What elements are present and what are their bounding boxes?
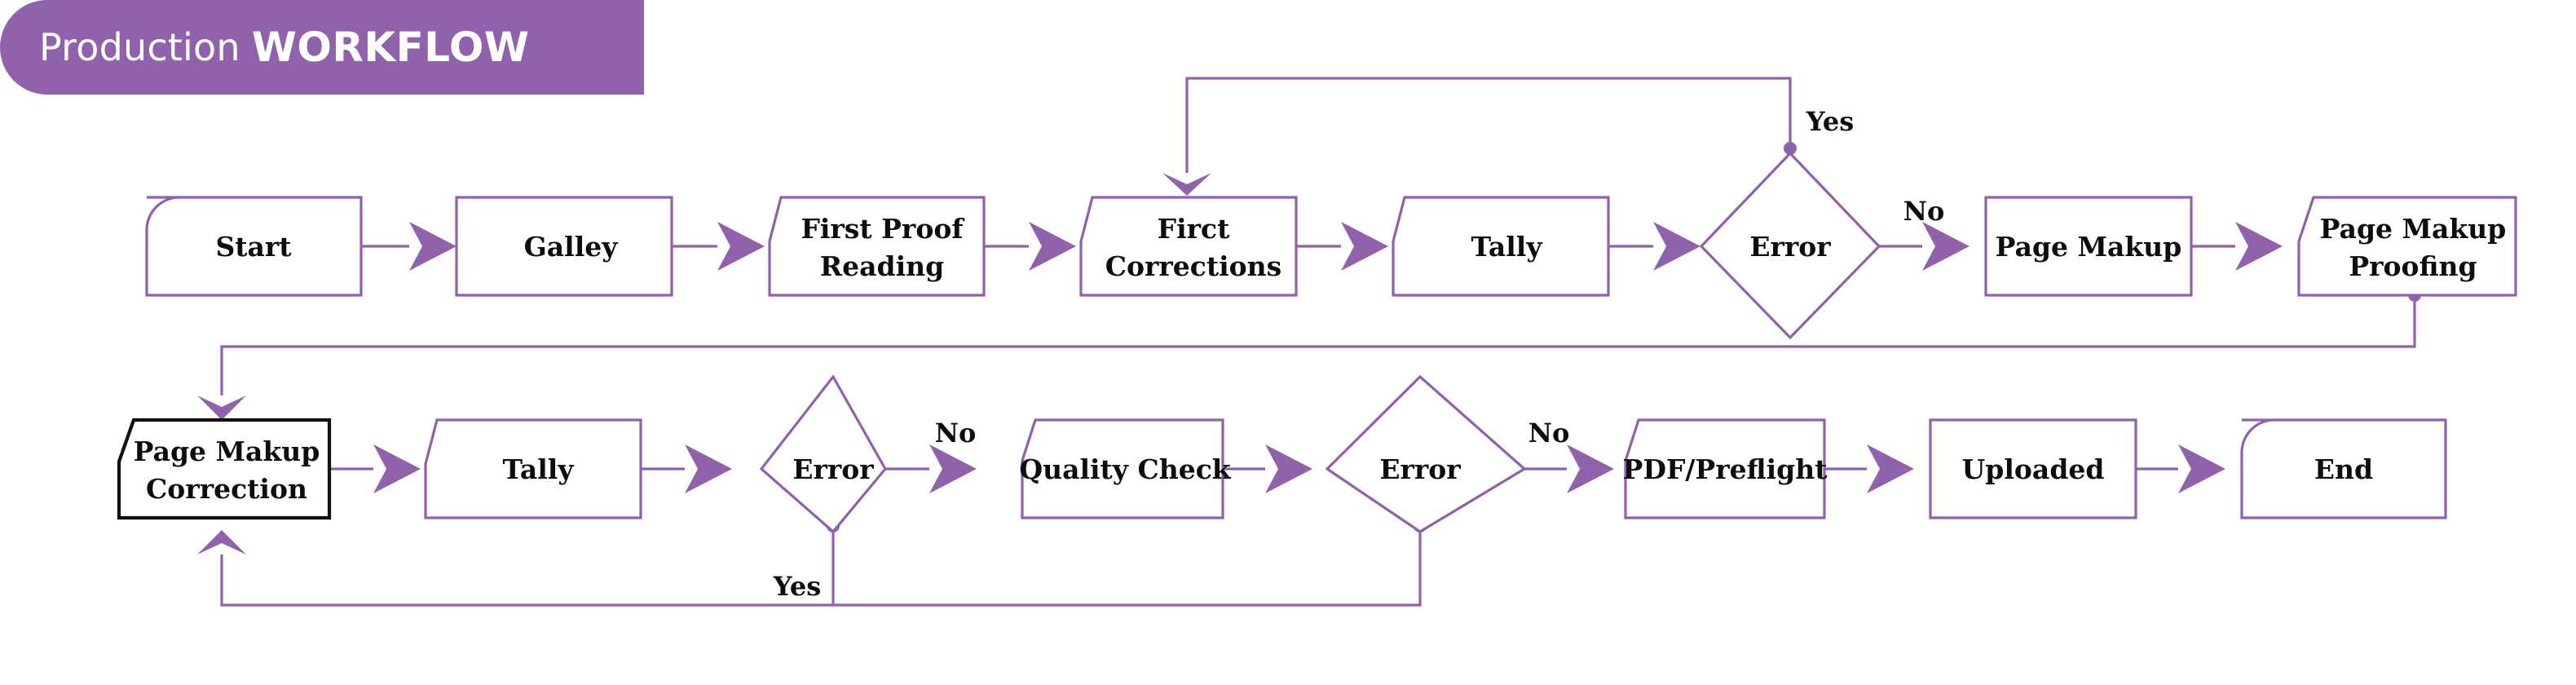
node-label-error-2: Error: [792, 453, 874, 485]
edge-label-yes-top: Yes: [1806, 106, 1854, 137]
node-start[interactable]: Start: [145, 196, 363, 297]
edge-firct-tally1: [1296, 222, 1388, 271]
node-label-page-makup-proofing-line1: Page Makup: [2320, 213, 2507, 245]
edge-error2-quality-no: No: [885, 418, 977, 493]
banner-title-regular: Production: [39, 25, 240, 69]
node-label-first-proof-reading-line1: First Proof: [801, 213, 964, 245]
edge-correction-tally2: [329, 444, 421, 493]
edge-error1-firct-yes: Yes: [1162, 77, 1854, 196]
edge-label-yes-bottom: Yes: [773, 571, 821, 602]
edge-label-no-mid-right: No: [1528, 418, 1570, 449]
node-page-makup[interactable]: Page Makup: [1984, 196, 2193, 297]
edge-quality-error3: [1223, 444, 1312, 493]
node-label-error-1: Error: [1749, 231, 1831, 263]
node-label-quality-check: Quality Check: [1019, 453, 1231, 485]
node-error-1[interactable]: Error: [1699, 151, 1881, 340]
edge-tally1-error1: [1608, 222, 1700, 271]
node-page-makup-correction[interactable]: Page Makup Correction: [117, 418, 332, 520]
node-label-tally-2: Tally: [502, 453, 574, 485]
node-quality-check[interactable]: Quality Check: [1019, 418, 1232, 519]
node-label-galley: Galley: [524, 231, 619, 263]
edge-pagemakup-proofing: [2191, 222, 2283, 271]
node-label-pdf-preflight: PDF/Preflight: [1623, 453, 1828, 485]
edge-error1-pagemakup-no: No: [1879, 196, 1969, 271]
edge-label-no-mid-left: No: [935, 418, 977, 449]
edge-error2-correction-yes: Yes: [773, 519, 840, 605]
edge-uploaded-end: [2136, 444, 2225, 493]
node-error-2[interactable]: Error: [759, 374, 887, 534]
node-label-start: Start: [215, 231, 292, 263]
node-label-first-proof-reading-line2: Reading: [820, 250, 944, 282]
edge-galley-firstproof: [672, 222, 765, 271]
edge-firstproof-firct: [984, 222, 1076, 271]
node-label-page-makup-correction-line2: Correction: [146, 473, 307, 505]
node-label-error-3: Error: [1379, 453, 1461, 485]
edge-proofing-correction: [197, 289, 2421, 420]
node-tally-2[interactable]: Tally: [424, 418, 642, 519]
node-label-page-makup-correction-line1: Page Makup: [134, 435, 320, 467]
node-label-tally-1: Tally: [1471, 231, 1542, 263]
node-label-page-makup-proofing-line2: Proofing: [2349, 250, 2477, 282]
node-pdf-preflight[interactable]: PDF/Preflight: [1623, 418, 1828, 519]
node-uploaded[interactable]: Uploaded: [1929, 418, 2137, 519]
node-label-firct-corrections-line2: Corrections: [1105, 250, 1282, 282]
node-end[interactable]: End: [2240, 418, 2447, 519]
node-tally-1[interactable]: Tally: [1392, 196, 1610, 297]
node-first-proof-reading[interactable]: First Proof Reading: [768, 196, 986, 297]
edge-tally2-error2: [641, 444, 732, 493]
node-label-page-makup: Page Makup: [1996, 231, 2182, 263]
node-error-3[interactable]: Error: [1325, 374, 1527, 533]
node-galley[interactable]: Galley: [455, 196, 673, 297]
edge-label-no-top: No: [1903, 196, 1945, 227]
node-label-end: End: [2314, 453, 2373, 485]
node-label-uploaded: Uploaded: [1962, 453, 2105, 485]
edge-pdf-uploaded: [1824, 444, 1914, 493]
edge-start-galley: [361, 222, 457, 271]
node-page-makup-proofing[interactable]: Page Makup Proofing: [2297, 196, 2517, 297]
edge-error3-pdf-no: No: [1524, 418, 1614, 493]
node-label-firct-corrections-line1: Firct: [1158, 213, 1230, 245]
banner-title-bold: WORKFLOW: [251, 24, 530, 71]
title-banner: Production WORKFLOW: [0, 0, 644, 95]
node-firct-corrections[interactable]: Firct Corrections: [1079, 196, 1298, 297]
